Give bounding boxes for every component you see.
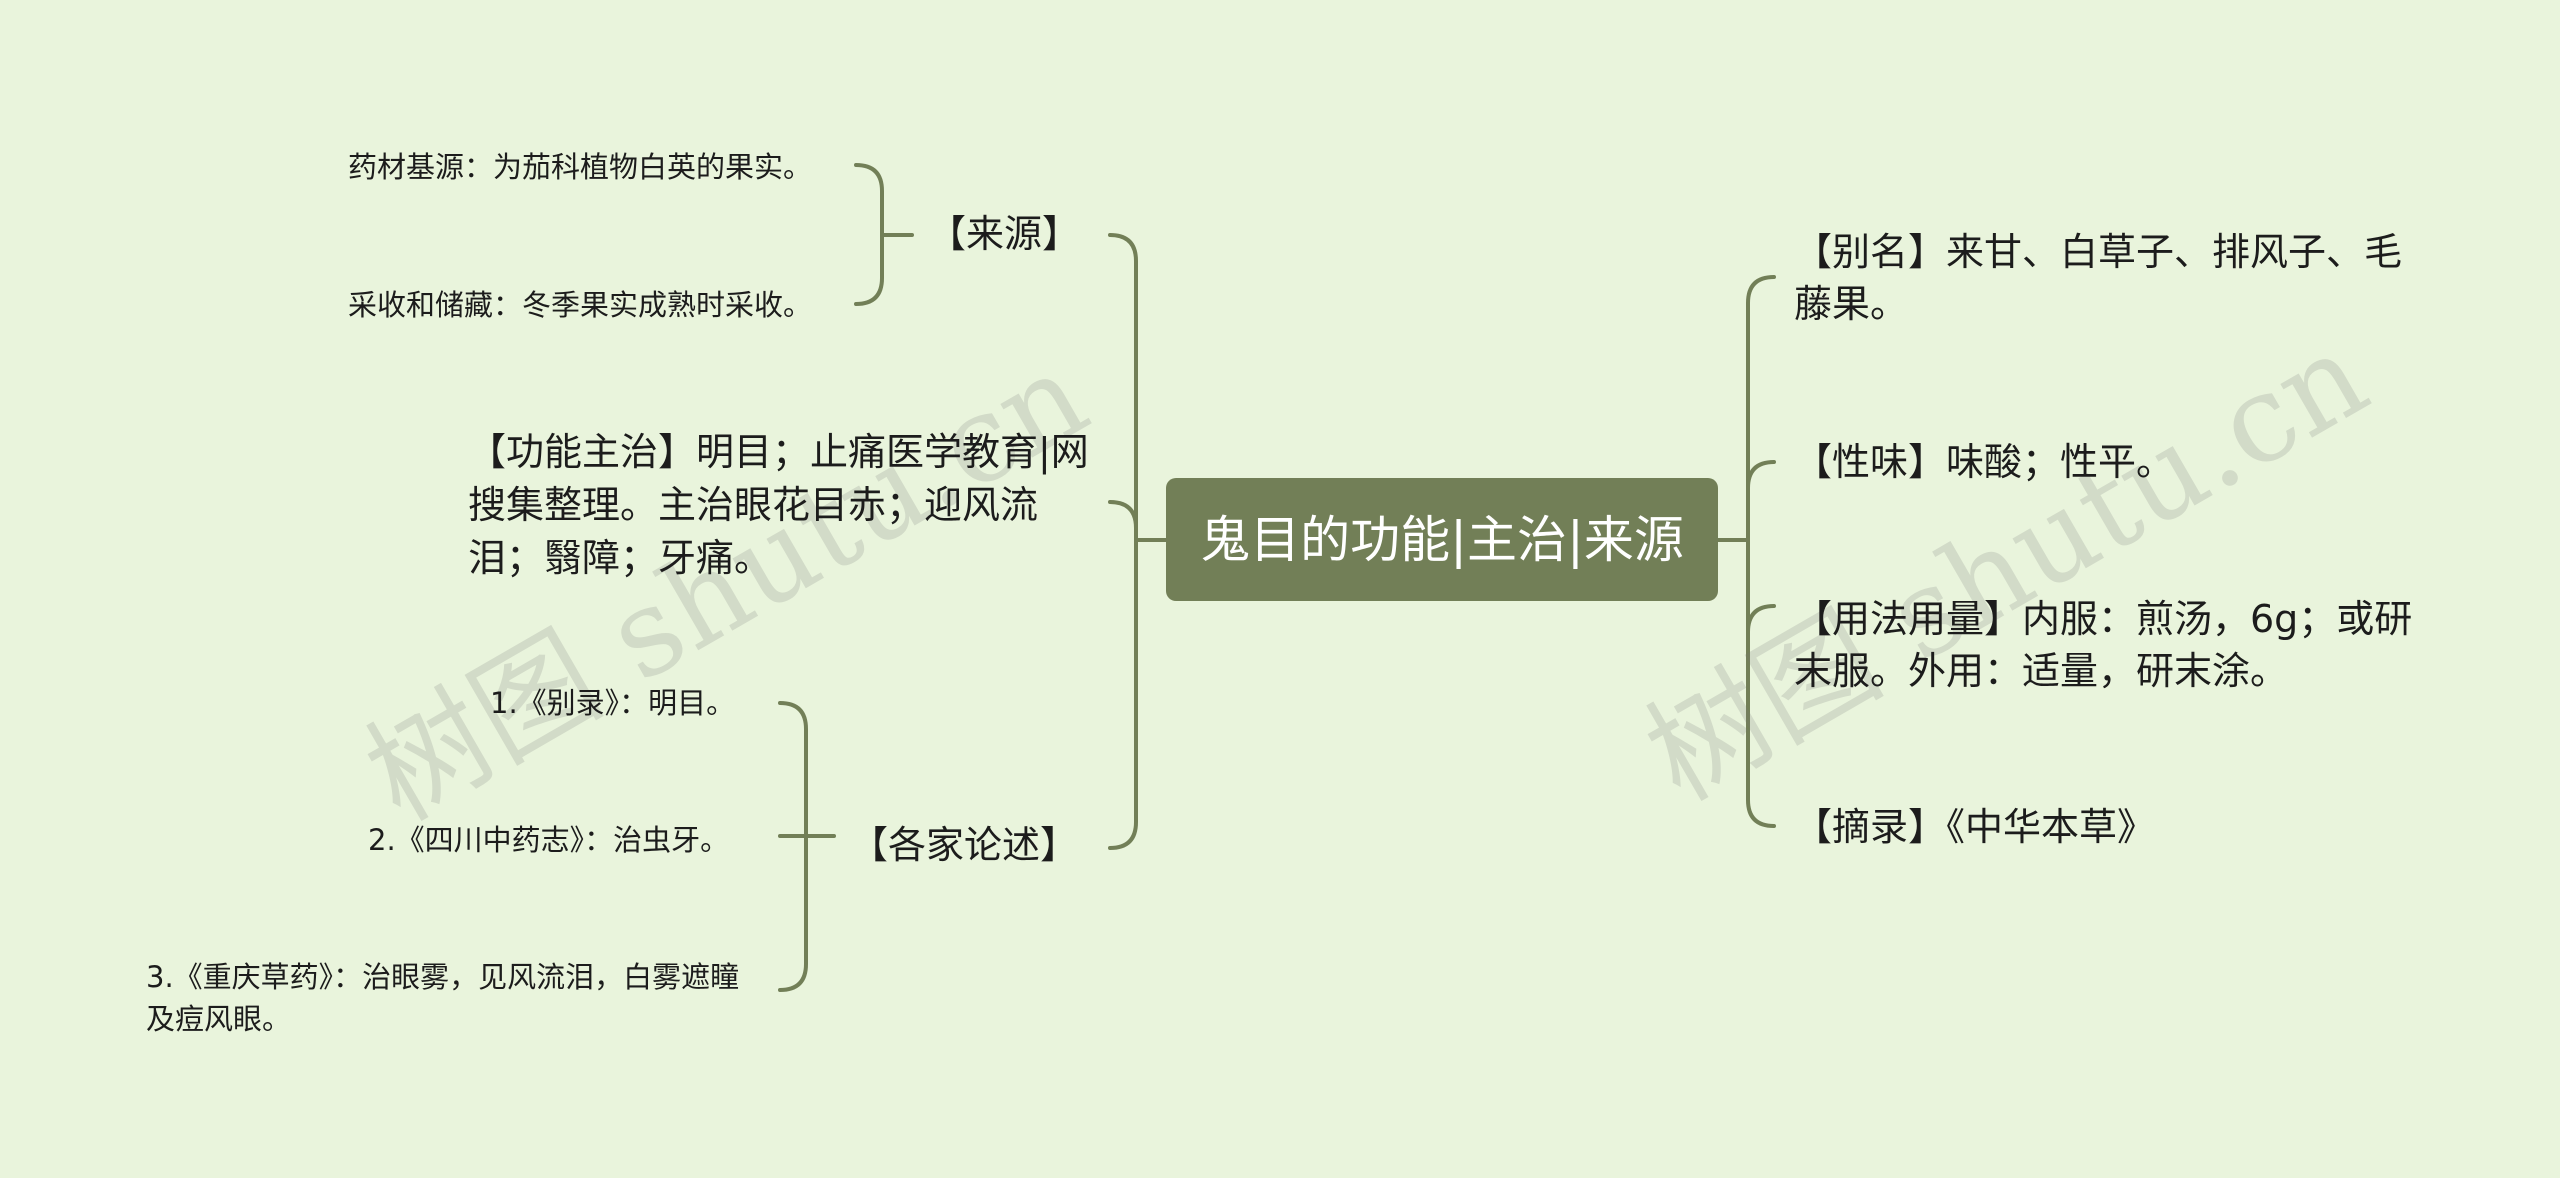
right-item-usage[interactable]: 【用法用量】内服：煎汤，6g；或研末服。外用：适量，研末涂。: [1794, 597, 2413, 693]
root-title: 鬼目的功能|主治|来源: [1200, 510, 1684, 569]
source-item-2[interactable]: 采收和储藏：冬季果实成熟时采收。: [348, 288, 813, 322]
connector-source-bracket: [854, 163, 884, 306]
commentary-label[interactable]: 【各家论述】: [850, 823, 1079, 867]
right-item-nature[interactable]: 【性味】味酸；性平。: [1794, 440, 2175, 484]
connector-right-3: [1746, 604, 1776, 634]
connector-right-2: [1746, 460, 1776, 490]
function-text[interactable]: 【功能主治】明目；止痛医学教育|网搜集整理。主治眼花目赤；迎风流泪；翳障；牙痛。: [468, 430, 1089, 580]
connector-left-function: [1108, 500, 1138, 530]
source-label[interactable]: 【来源】: [928, 212, 1081, 256]
commentary-item-3[interactable]: 3.《重庆草药》：治眼雾，见风流泪，白雾遮瞳及痘风眼。: [146, 960, 740, 1036]
commentary-item-1[interactable]: 1.《别录》：明目。: [490, 686, 736, 720]
commentary-item-2[interactable]: 2.《四川中药志》：治虫牙。: [368, 823, 730, 857]
right-item-excerpt[interactable]: 【摘录】《中华本草》: [1794, 805, 2156, 849]
root-node[interactable]: 鬼目的功能|主治|来源: [1166, 478, 1718, 601]
connector-right-trunk: [1746, 275, 1776, 828]
right-item-alias[interactable]: 【别名】来甘、白草子、排风子、毛藤果。: [1794, 230, 2403, 326]
source-item-1[interactable]: 药材基源：为茄科植物白英的果实。: [348, 150, 813, 184]
connector-left-trunk: [1108, 233, 1138, 850]
connector-commentary-bracket: [778, 701, 808, 992]
